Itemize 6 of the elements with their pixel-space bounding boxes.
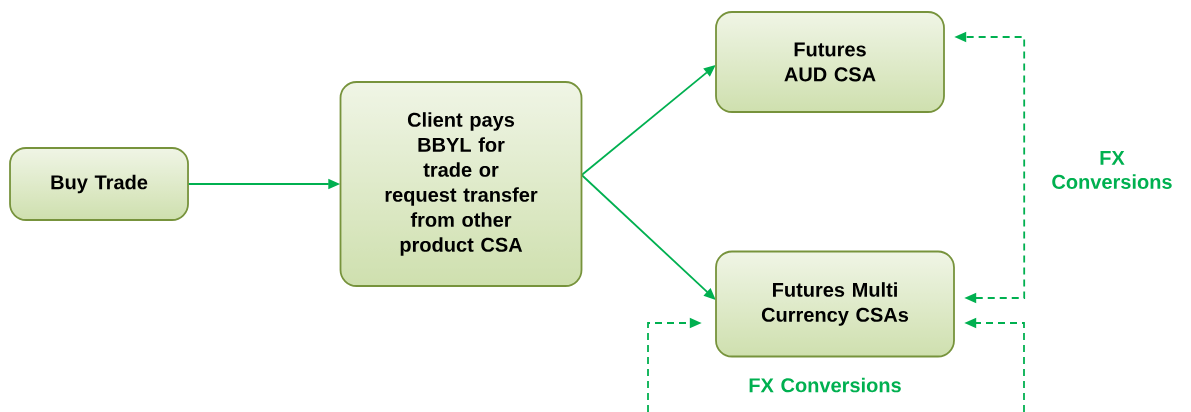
edge-label: FX Conversions	[1052, 151, 1172, 189]
process-box: Buy Trade	[9, 147, 189, 221]
process-box: Futures Multi Currency CSAs	[715, 250, 955, 358]
process-box: Client pays BBYL for trade or request transfer from other product CSA	[339, 81, 583, 287]
process-box: Futures AUD CSA	[715, 11, 945, 113]
label: FX Conversions	[749, 377, 901, 393]
